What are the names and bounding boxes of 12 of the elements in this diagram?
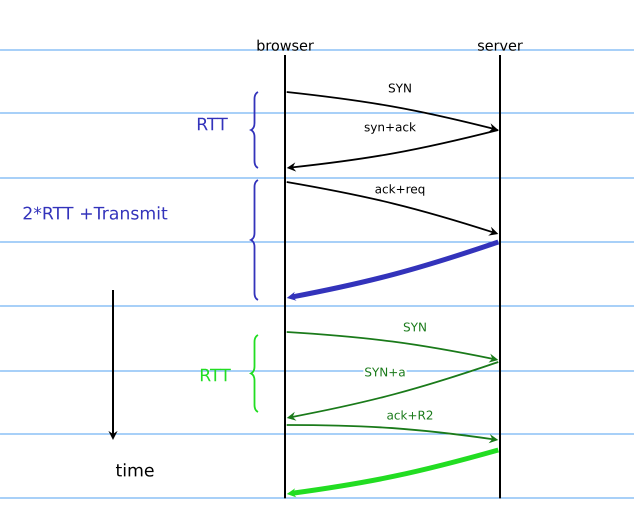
edge-label: SYN xyxy=(387,82,413,94)
annotation: 2*RTT +Transmit xyxy=(24,206,168,220)
edge-label: ack+R2 xyxy=(386,409,434,421)
lifeline: server xyxy=(478,42,523,498)
lifeline: browser xyxy=(258,40,314,498)
edge-label: ack+req xyxy=(374,183,426,197)
annotation: time xyxy=(116,463,154,477)
edge-label: syn+ack xyxy=(363,121,417,135)
edge-label: SYN xyxy=(402,321,428,333)
annotation: RTT xyxy=(198,118,228,130)
edge-label: SYN+a xyxy=(363,366,407,378)
annotation: RTT xyxy=(200,368,231,382)
